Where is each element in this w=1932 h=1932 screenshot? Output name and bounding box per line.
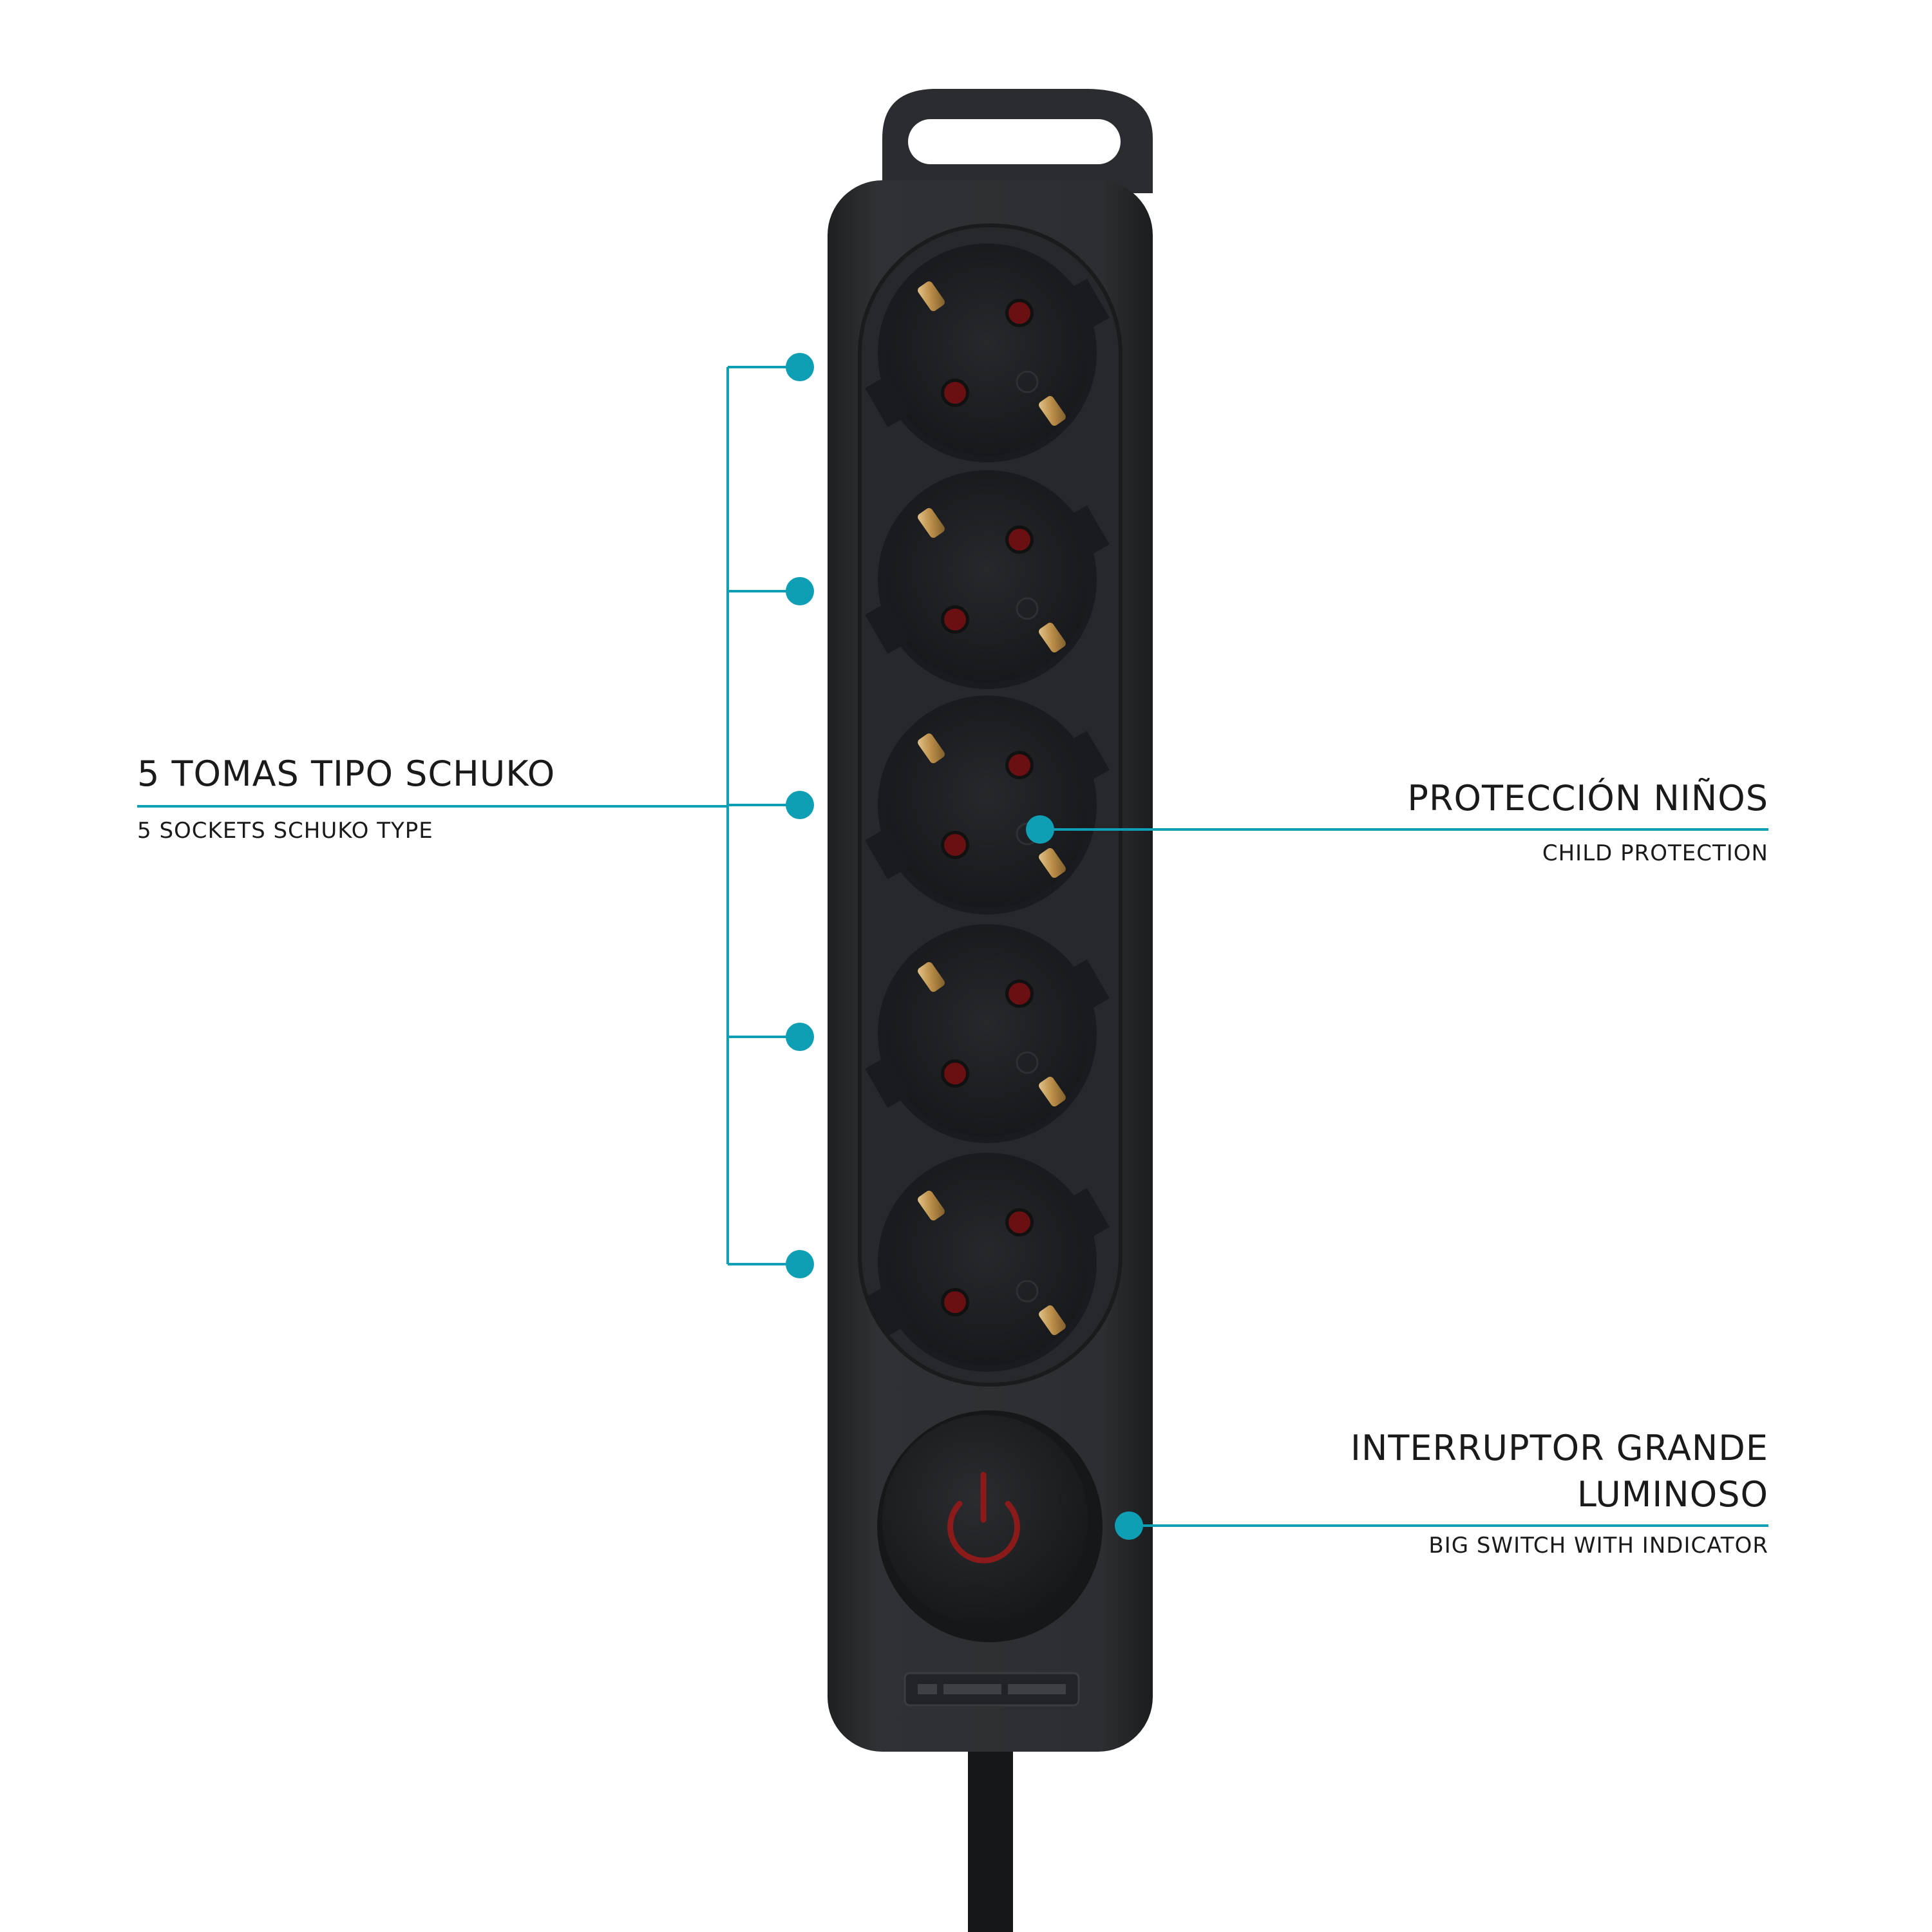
power-icon [947,1472,1020,1564]
rating-plate-engraving [918,1684,1066,1694]
earth-clip [918,733,945,764]
schuko-socket[interactable] [865,696,1110,914]
child-protection-callout-lines [1026,815,1768,844]
power-cable [968,1739,1013,1932]
earth-clip [1039,1076,1066,1107]
callout-dot [786,577,814,605]
switch-callout-title-line2: LUMINOSO [1577,1474,1768,1515]
earth-clip [918,507,945,538]
sockets-callout-subtitle: 5 SOCKETS SCHUKO TYPE [137,818,433,844]
earth-clip [1039,622,1066,653]
schuko-socket[interactable] [865,470,1110,689]
child-protection-callout-subtitle: CHILD PROTECTION [1542,840,1768,866]
switch-callout-subtitle: BIG SWITCH WITH INDICATOR [1428,1533,1768,1558]
sockets-callout-title: 5 TOMAS TIPO SCHUKO [137,753,556,794]
switch-callout-lines [1115,1511,1768,1540]
callout-dot [786,1250,814,1278]
schuko-socket[interactable] [865,924,1110,1143]
sockets-callout-lines [137,353,814,1278]
earth-clip [1039,1305,1066,1336]
callout-dot [786,1023,814,1051]
power-switch[interactable] [877,1410,1103,1642]
earth-clip [918,1190,945,1221]
switch-callout-title: INTERRUPTOR GRANDE LUMINOSO [1350,1425,1768,1518]
callout-dot [786,353,814,381]
earth-clip [918,281,945,312]
callout-dot [786,791,814,819]
earth-clip [918,961,945,992]
child-protection-callout-title: PROTECCIÓN NIÑOS [1407,778,1768,819]
switch-callout-title-line1: INTERRUPTOR GRANDE [1350,1428,1768,1468]
hanging-tab-hole [908,119,1121,164]
schuko-socket[interactable] [865,243,1110,462]
earth-clip [1039,848,1066,878]
schuko-socket[interactable] [865,1153,1110,1372]
earth-clip [1039,395,1066,426]
